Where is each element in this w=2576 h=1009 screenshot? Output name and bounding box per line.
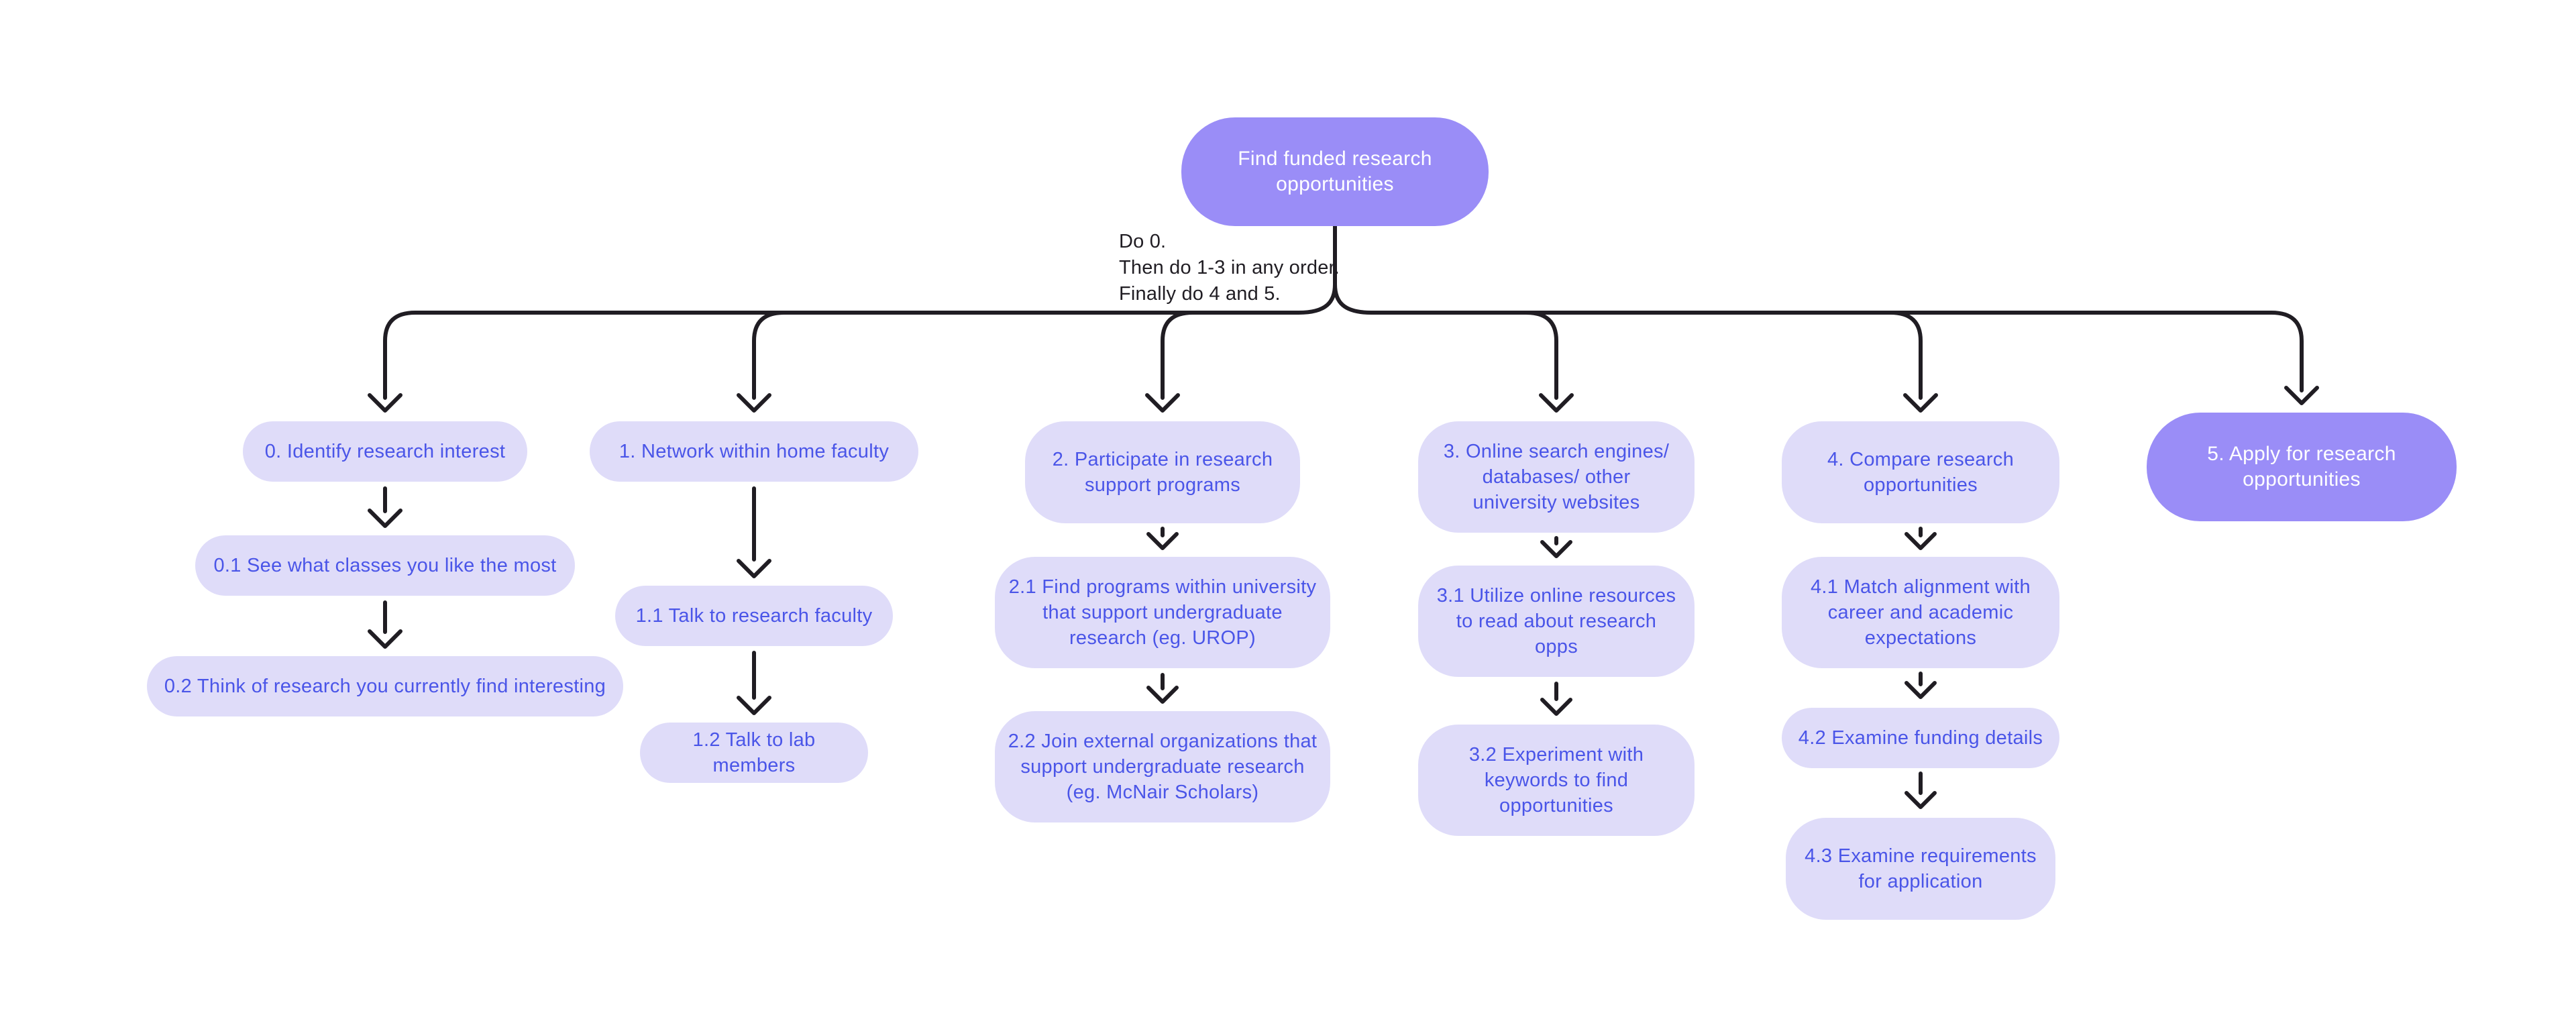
node-step-4-2: 4.2 Examine funding details (1782, 708, 2059, 768)
node-step-1-1: 1.1 Talk to research faculty (615, 586, 893, 646)
arrow-4-to-4-1 (1904, 527, 1937, 550)
drop-step-4 (1888, 311, 1923, 400)
annotation-line-2: Then do 1-3 in any order. (1119, 257, 1340, 278)
arrowhead-step-1 (737, 393, 771, 413)
node-step-4: 4. Compare research opportunities (1782, 421, 2059, 523)
drop-step-2 (1161, 311, 1195, 400)
arrow-0-to-0-1 (368, 486, 402, 528)
annotation-line-3: Finally do 4 and 5. (1119, 283, 1281, 305)
branch-left-line (383, 282, 1337, 400)
node-step-0-2: 0.2 Think of research you currently find… (147, 656, 623, 716)
drop-step-3 (1524, 311, 1558, 400)
drop-step-1 (752, 311, 786, 400)
arrow-3-to-3-1 (1540, 536, 1572, 558)
arrow-1-to-1-1 (737, 486, 771, 578)
arrowhead-step-3 (1539, 393, 1574, 413)
node-step-1: 1. Network within home faculty (590, 421, 918, 482)
arrowhead-step-5 (2284, 386, 2319, 405)
arrow-3-1-to-3-2 (1540, 682, 1572, 716)
arrow-4-1-to-4-2 (1904, 672, 1937, 699)
arrowhead-step-4 (1903, 393, 1938, 413)
node-step-0: 0. Identify research interest (243, 421, 527, 482)
node-step-3-1: 3.1 Utilize online resources to read abo… (1418, 566, 1695, 677)
arrow-2-to-2-1 (1146, 527, 1179, 550)
node-step-3-2: 3.2 Experiment with keywords to find opp… (1418, 725, 1695, 836)
node-step-4-3: 4.3 Examine requirements for application (1786, 818, 2055, 920)
node-step-3: 3. Online search engines/ databases/ oth… (1418, 421, 1695, 533)
annotation-line-1: Do 0. (1119, 231, 1167, 252)
node-step-5: 5. Apply for research opportunities (2147, 413, 2457, 521)
arrowhead-step-0 (368, 393, 402, 413)
node-root: Find funded research opportunities (1181, 117, 1489, 226)
order-annotation: Do 0. Then do 1-3 in any order. Finally … (1119, 229, 1340, 307)
node-step-2: 2. Participate in research support progr… (1025, 421, 1300, 523)
arrow-4-2-to-4-3 (1904, 772, 1937, 809)
branch-right-line (1333, 282, 2304, 392)
arrow-2-1-to-2-2 (1146, 673, 1179, 704)
node-step-4-1: 4.1 Match alignment with career and acad… (1782, 557, 2059, 668)
node-step-2-1: 2.1 Find programs within university that… (995, 557, 1330, 668)
arrowhead-step-2 (1145, 393, 1180, 413)
node-step-0-1: 0.1 See what classes you like the most (195, 535, 575, 596)
node-step-2-2: 2.2 Join external organizations that sup… (995, 711, 1330, 822)
node-step-1-2: 1.2 Talk to lab members (640, 723, 868, 783)
arrow-0-1-to-0-2 (368, 600, 402, 649)
arrow-1-1-to-1-2 (737, 651, 771, 715)
